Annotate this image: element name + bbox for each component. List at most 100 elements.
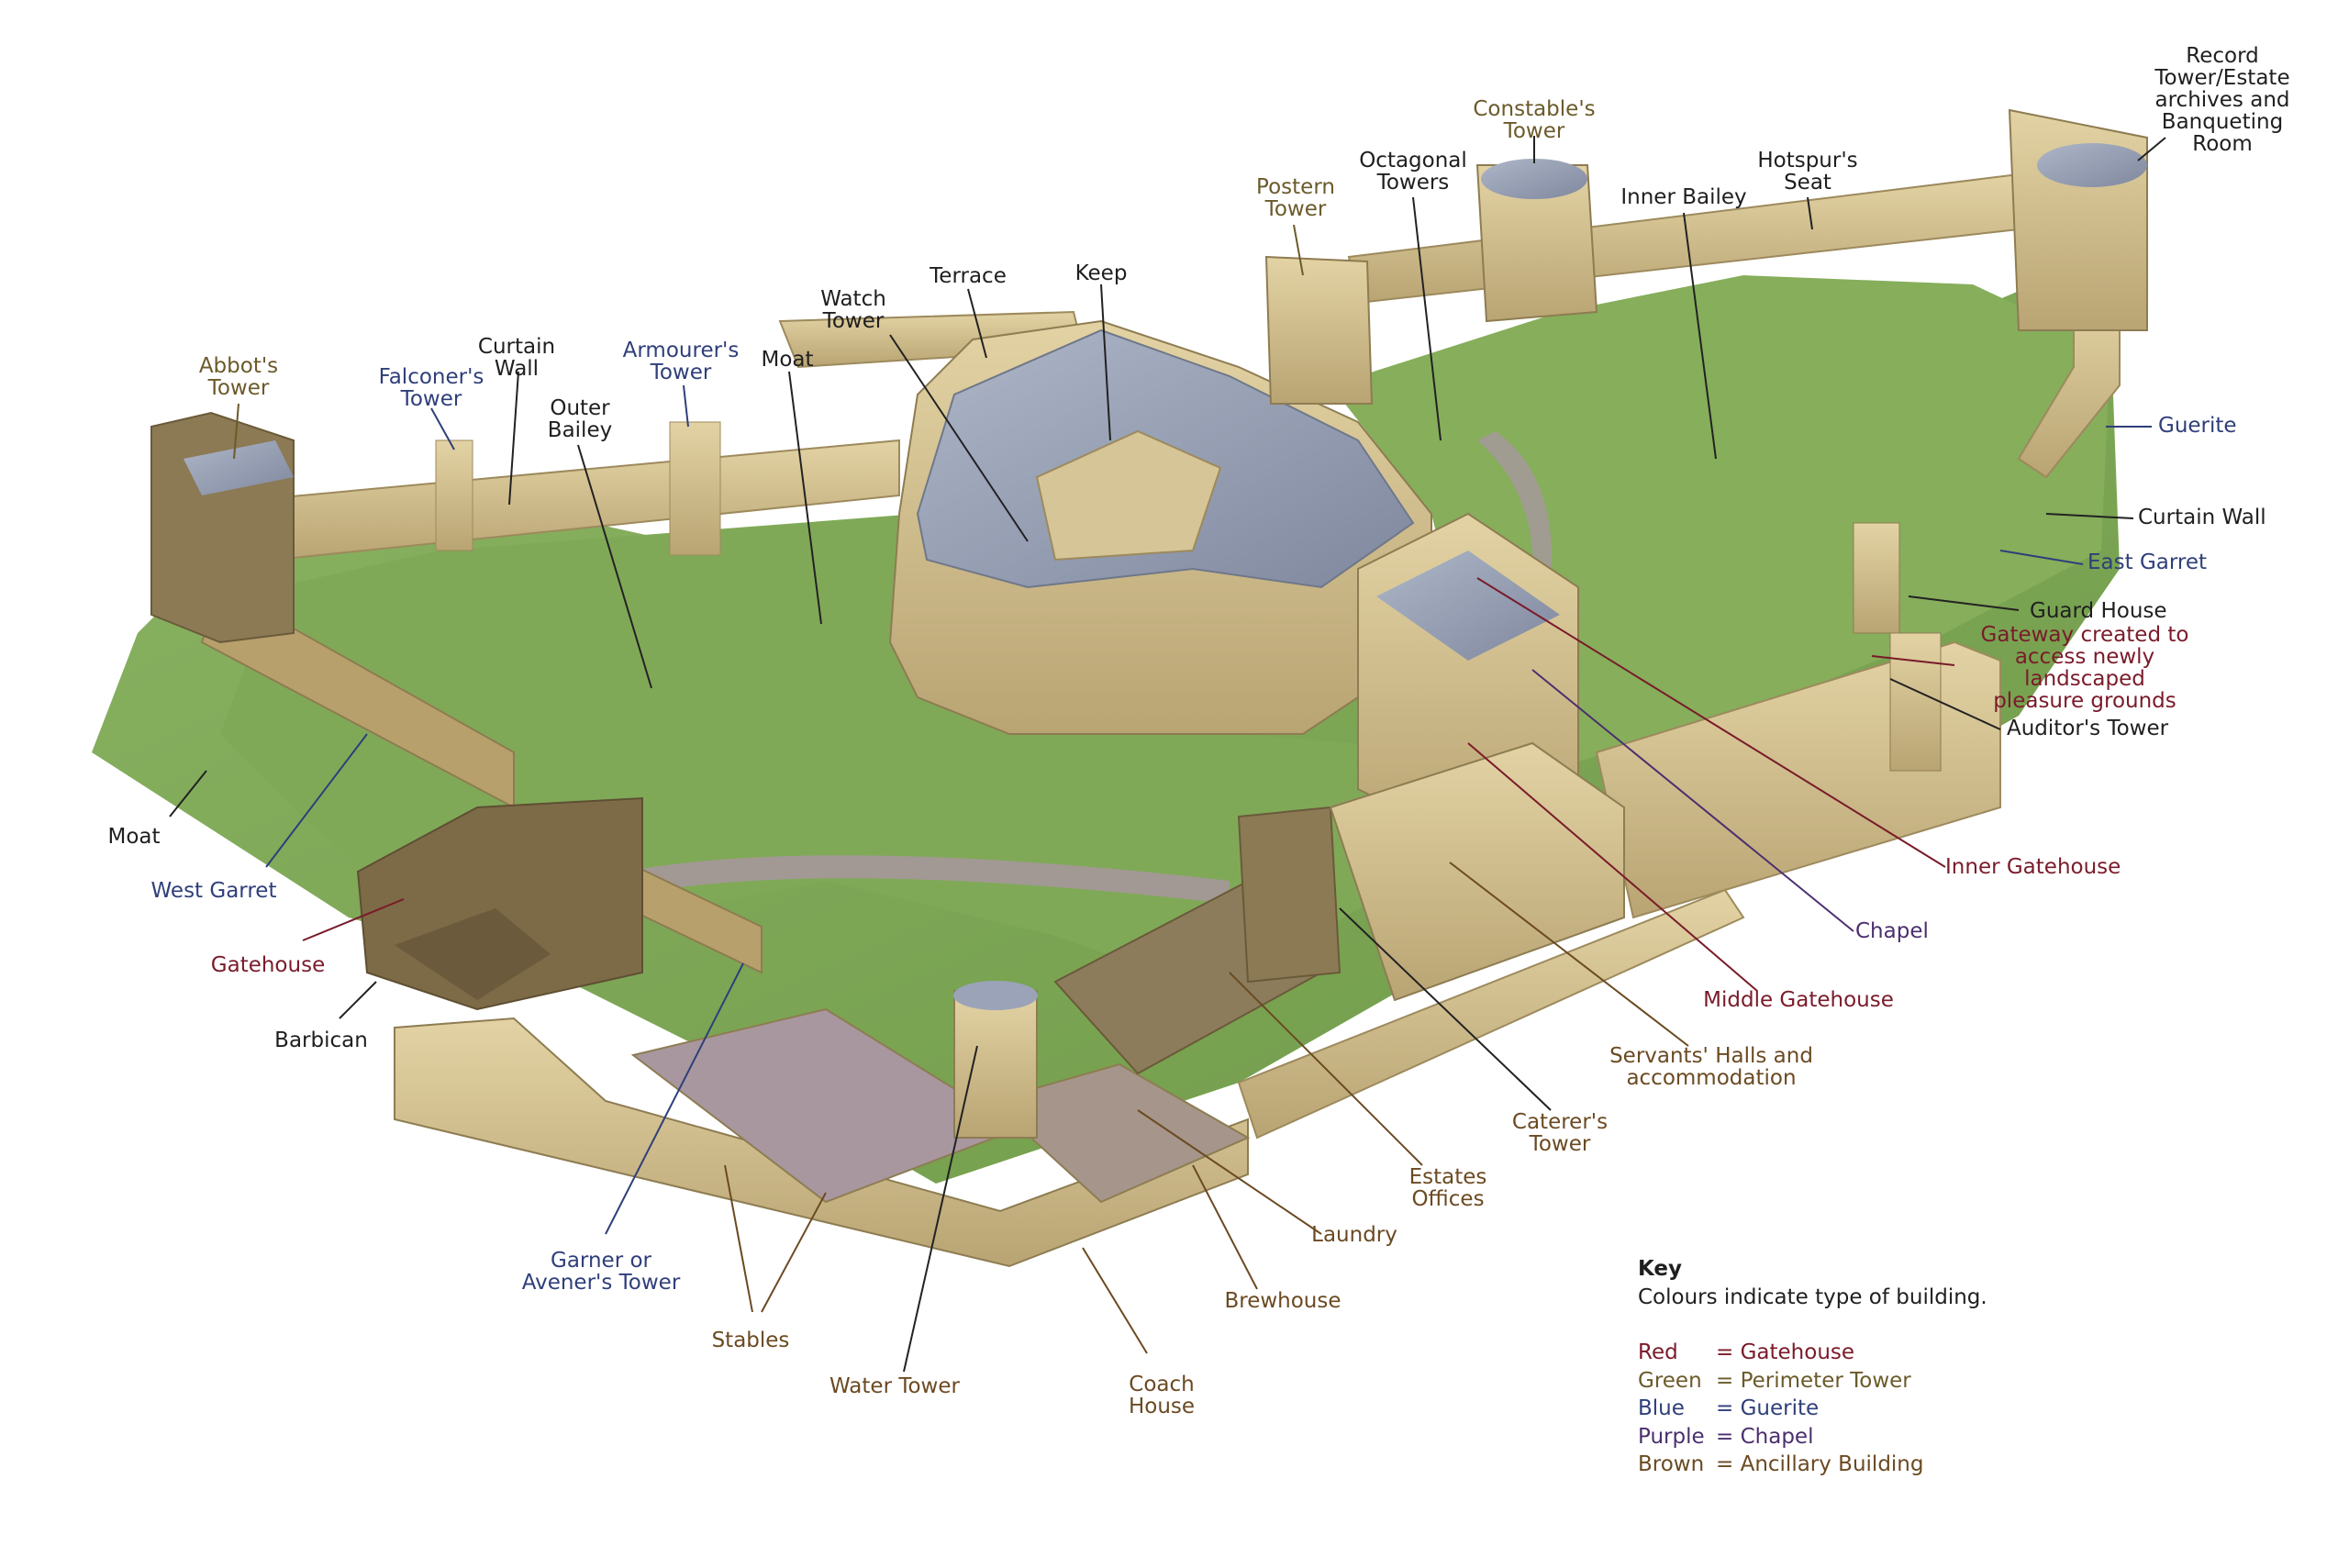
falconers-tower-shape [435,439,473,551]
label-moat-left: Moat [107,825,161,849]
label-curtain-wall-top: Curtain Wall [477,335,556,381]
water-tower-shape [953,990,1038,1139]
key-entry: Green = Perimeter Tower [1638,1367,1987,1396]
path-inner [1477,431,1553,596]
leader-inner-bailey [1683,212,1717,460]
key-entry-desc: = Ancillary Building [1716,1452,1924,1476]
key-entry-desc: = Gatehouse [1716,1340,1855,1364]
key-entry-desc: = Guerite [1716,1396,1820,1420]
label-armourers-tower: Armourer's Tower [622,339,740,384]
label-laundry: Laundry [1311,1223,1397,1247]
leader-curtain-wall [508,371,519,506]
leader-west-garret [265,733,368,868]
label-abbots-tower: Abbot's Tower [198,354,279,400]
leader-stables-2 [761,1192,827,1313]
leader-abbot [233,403,239,460]
guard-house-shape [1853,522,1900,634]
leader-caterers [1339,907,1552,1111]
key-entry-name: Brown [1638,1452,1705,1476]
key-legend: Key Colours indicate type of building. R… [1638,1255,1987,1479]
label-falconers-tower: Falconer's Tower [378,365,484,411]
label-auditors-tower: Auditor's Tower [2007,717,2169,740]
key-subtitle: Colours indicate type of building. [1638,1284,1987,1309]
leader-watch-tower [889,334,1029,542]
label-barbican: Barbican [274,1029,368,1052]
barbican-shape [395,908,551,1000]
label-keep: Keep [1074,261,1128,285]
leader-curtain-right [2045,513,2134,519]
label-brewhouse: Brewhouse [1224,1289,1341,1313]
label-coach-house: Coach House [1128,1373,1196,1418]
label-servants-halls: Servants' Halls and accommodation [1609,1044,1813,1090]
key-entry-desc: = Chapel [1716,1424,1814,1449]
leader-garner [605,962,744,1235]
path-outer [624,855,1230,904]
wall-south [1237,888,1745,1140]
label-terrace: Terrace [930,264,1007,288]
leader-guard-house [1908,595,2020,611]
leader-middle-gatehouse [1467,742,1758,992]
label-water-tower: Water Tower [829,1374,960,1398]
keep-courtyard [1035,429,1222,562]
label-record-tower: Record Tower/Estate archives and Banquet… [2154,44,2290,156]
label-inner-bailey: Inner Bailey [1620,185,1747,209]
leader-auditors [1889,678,2001,730]
label-east-garret: East Garret [2087,550,2208,574]
leader-outer-bailey [577,444,652,689]
leader-moat-top [788,371,822,625]
leader-hotspur [1807,196,1813,230]
label-hotspurs-seat: Hotspur's Seat [1757,149,1858,195]
leader-brewhouse [1192,1164,1258,1290]
leader-water-tower [903,1045,978,1373]
leader-estates [1229,972,1423,1166]
key-entry-desc: = Perimeter Tower [1716,1368,1911,1393]
leader-laundry [1137,1109,1322,1235]
leader-gateway [1871,655,1955,666]
label-constables-tower: Constable's Tower [1473,97,1596,143]
stables-complex [394,1017,1249,1268]
label-octagonal-towers: Octagonal Towers [1359,149,1467,195]
label-caterers-tower: Caterer's Tower [1511,1110,1609,1156]
leader-lines [169,136,2166,1373]
leader-gatehouse [302,898,405,941]
label-postern-tower: Postern Tower [1256,175,1335,221]
leader-barbican [339,981,377,1019]
label-estates-offices: Estates Offices [1408,1165,1487,1211]
label-watch-tower: Watch Tower [820,287,886,333]
key-title: Key [1638,1257,1683,1281]
label-curtain-wall-right: Curtain Wall [2138,506,2266,529]
label-guard-house: Guard House [2030,599,2167,623]
label-gatehouse: Gatehouse [210,953,326,977]
key-entry-name: Purple [1638,1424,1705,1449]
key-entry-name: Green [1638,1368,1702,1393]
leader-armourer [683,384,689,428]
leader-terrace [967,288,987,359]
leader-chapel [1531,669,1854,932]
leader-moat-left [169,770,207,817]
label-gateway-created: Gateway created to access newly landscap… [1980,623,2189,713]
servants-halls-shape [1329,741,1625,1002]
leader-stables-1 [724,1164,753,1313]
coach-house-roof [989,1062,1251,1204]
leader-postern [1293,224,1304,276]
label-inner-gatehouse: Inner Gatehouse [1945,855,2121,879]
record-tower-shape [2008,108,2148,331]
key-entry: Red = Gatehouse [1638,1339,1987,1367]
leader-coach-house [1082,1247,1148,1354]
label-stables: Stables [711,1329,790,1352]
leader-keep [1100,284,1111,441]
key-entry-name: Blue [1638,1396,1685,1420]
leader-record-tower [2137,137,2166,161]
key-entry: Blue = Guerite [1638,1395,1987,1423]
leader-falconer [430,407,455,450]
label-garner-tower: Garner or Avener's Tower [521,1249,681,1295]
label-guerite: Guerite [2158,414,2237,438]
label-outer-bailey: Outer Bailey [547,396,613,442]
label-west-garret: West Garret [150,879,277,903]
leader-inner-gatehouse [1476,577,1946,868]
label-chapel: Chapel [1855,919,1929,943]
leader-east-garret [1999,550,2084,565]
caterers-tower-shape [1237,806,1341,984]
